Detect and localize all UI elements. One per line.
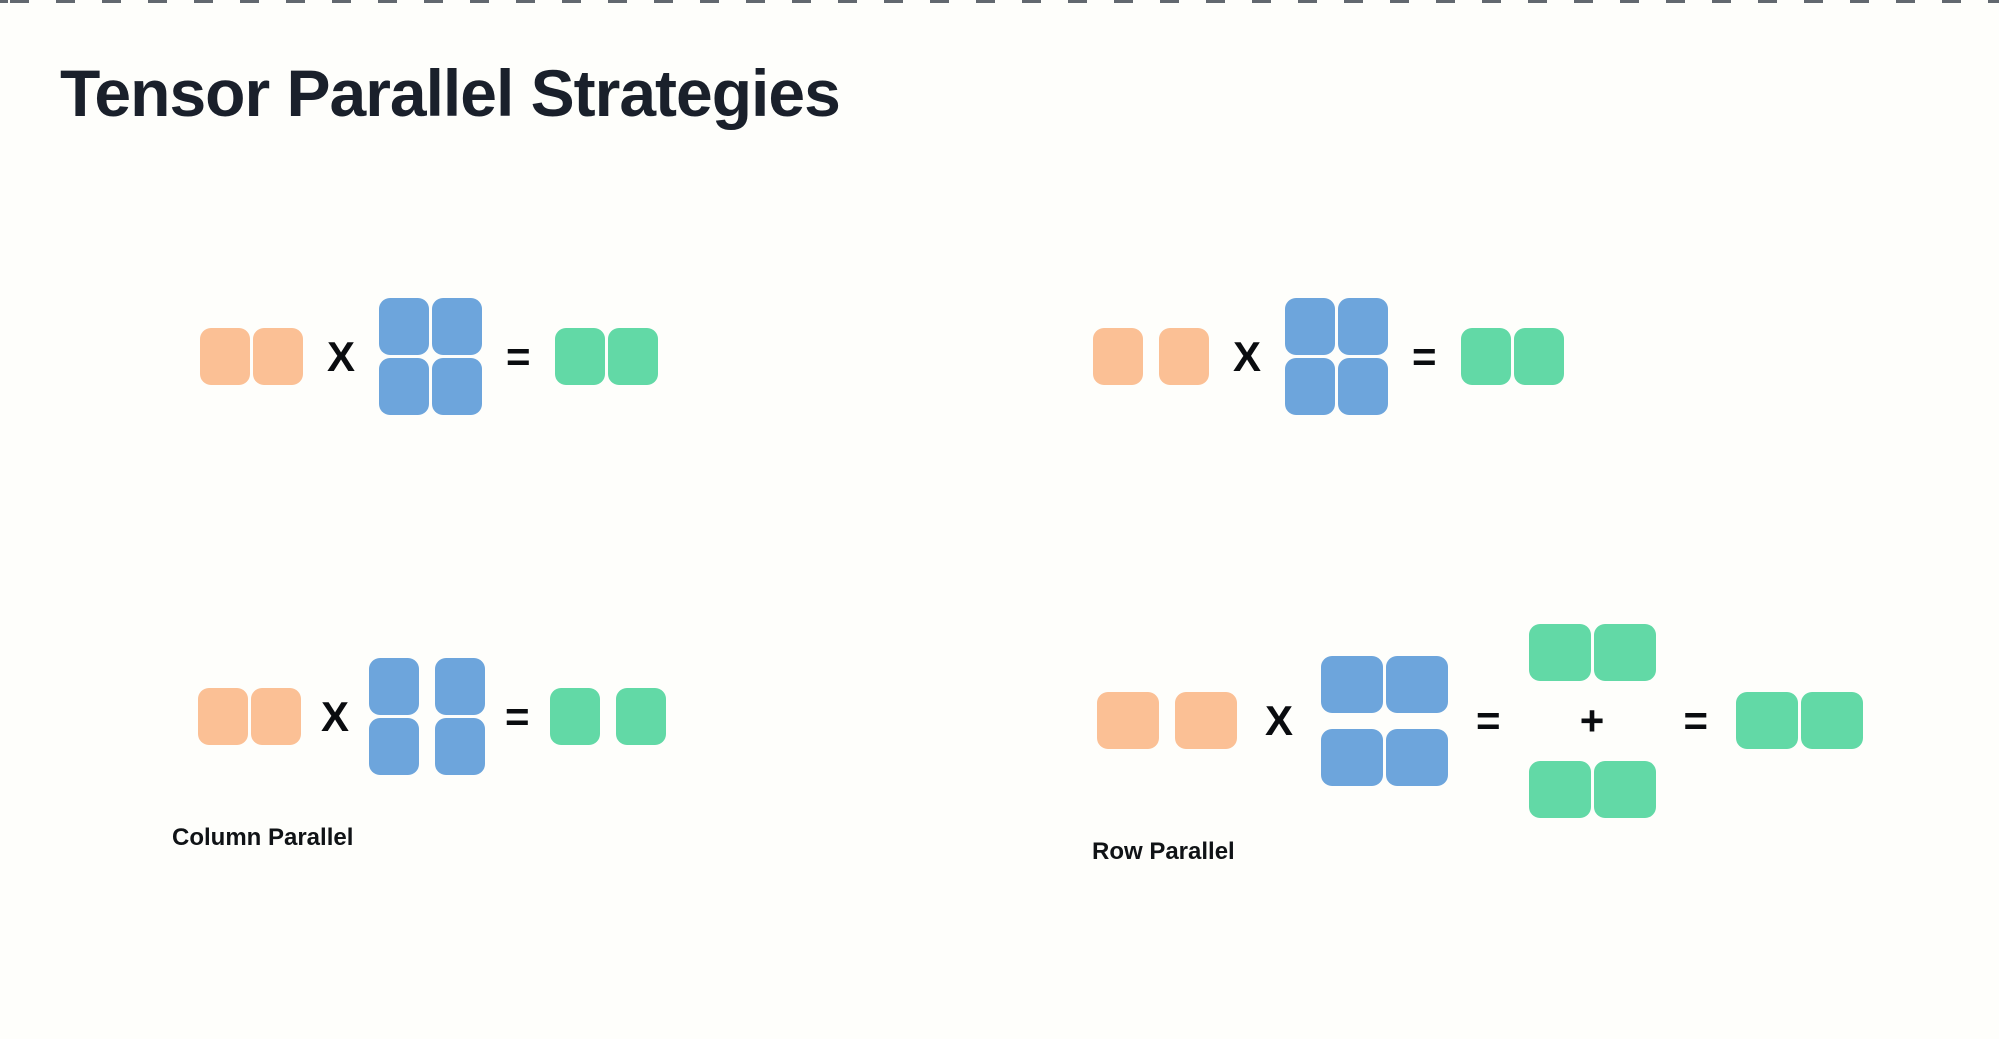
top-dashed-border [0, 0, 1999, 3]
input-matrix [198, 688, 301, 745]
input-matrix-split [1093, 328, 1209, 385]
final-output-matrix [1736, 692, 1864, 749]
page-title: Tensor Parallel Strategies [60, 56, 841, 130]
multiply-operator: X [1233, 332, 1262, 380]
row-parallel-label: Row Parallel [1092, 838, 1235, 865]
weight-matrix-column-split-block [435, 718, 486, 775]
weight-matrix-column-split-block [369, 658, 420, 715]
figure-row-parallel: X = + = [1097, 623, 1864, 818]
weight-matrix-block [379, 358, 430, 415]
weight-matrix-block [1338, 358, 1389, 415]
input-matrix-split-block [1093, 328, 1143, 385]
partial-output-bottom-block [1593, 760, 1656, 818]
input-matrix-block [253, 328, 303, 385]
figure-matmul-top-left: X= [200, 298, 658, 415]
weight-matrix-block [432, 358, 483, 415]
weight-matrix-column-split-block [435, 658, 486, 715]
multiply-operator: X [327, 332, 356, 380]
output-matrix-column-split [549, 688, 666, 745]
output-matrix-block [554, 328, 605, 385]
weight-matrix-block [379, 298, 430, 355]
partial-output-top-block [1593, 623, 1656, 681]
equals-operator: = [506, 332, 531, 380]
output-matrix-column-split-block [549, 688, 600, 745]
partial-output-bottom [1528, 760, 1656, 818]
plus-operator: + [1579, 696, 1605, 744]
weight-matrix-column-split [369, 658, 486, 775]
input-matrix-block [198, 688, 248, 745]
weight-matrix-block [1285, 358, 1336, 415]
output-matrix-block [1513, 328, 1564, 385]
column-parallel-label: Column Parallel [172, 824, 354, 851]
equals-operator: = [1412, 332, 1437, 380]
input-matrix-split-block [1097, 692, 1159, 749]
output-matrix [554, 328, 658, 385]
weight-matrix-row-split-block [1386, 655, 1449, 713]
weight-matrix-row-split-block [1386, 728, 1449, 786]
equals-operator: = [1476, 696, 1501, 744]
final-output-matrix-block [1801, 692, 1864, 749]
weight-matrix [1285, 298, 1389, 415]
output-matrix-block [607, 328, 658, 385]
partial-output-top [1528, 623, 1656, 681]
partial-sum-stack: + [1528, 623, 1656, 818]
figure-column-parallel: X= [198, 658, 666, 775]
input-matrix [200, 328, 303, 385]
weight-matrix-block [1338, 298, 1389, 355]
input-matrix-split-block [1159, 328, 1209, 385]
figure-matmul-top-right: X= [1093, 298, 1564, 415]
equals-operator: = [1683, 696, 1709, 744]
output-matrix-column-split-block [615, 688, 666, 745]
weight-matrix-row-split [1321, 655, 1449, 786]
weight-matrix-block [1285, 298, 1336, 355]
output-matrix [1460, 328, 1564, 385]
weight-matrix-row-split-block [1321, 655, 1384, 713]
input-matrix-block [200, 328, 250, 385]
input-matrix-block [251, 688, 301, 745]
multiply-operator: X [321, 692, 350, 740]
partial-output-top-block [1528, 623, 1591, 681]
weight-matrix-row-split-block [1321, 728, 1384, 786]
final-output-matrix-block [1736, 692, 1799, 749]
equals-operator: = [505, 692, 530, 740]
input-matrix-split [1097, 692, 1237, 749]
partial-output-bottom-block [1528, 760, 1591, 818]
weight-matrix [379, 298, 483, 415]
multiply-operator: X [1265, 696, 1294, 744]
output-matrix-block [1460, 328, 1511, 385]
input-matrix-split-block [1175, 692, 1237, 749]
weight-matrix-column-split-block [369, 718, 420, 775]
weight-matrix-block [432, 298, 483, 355]
